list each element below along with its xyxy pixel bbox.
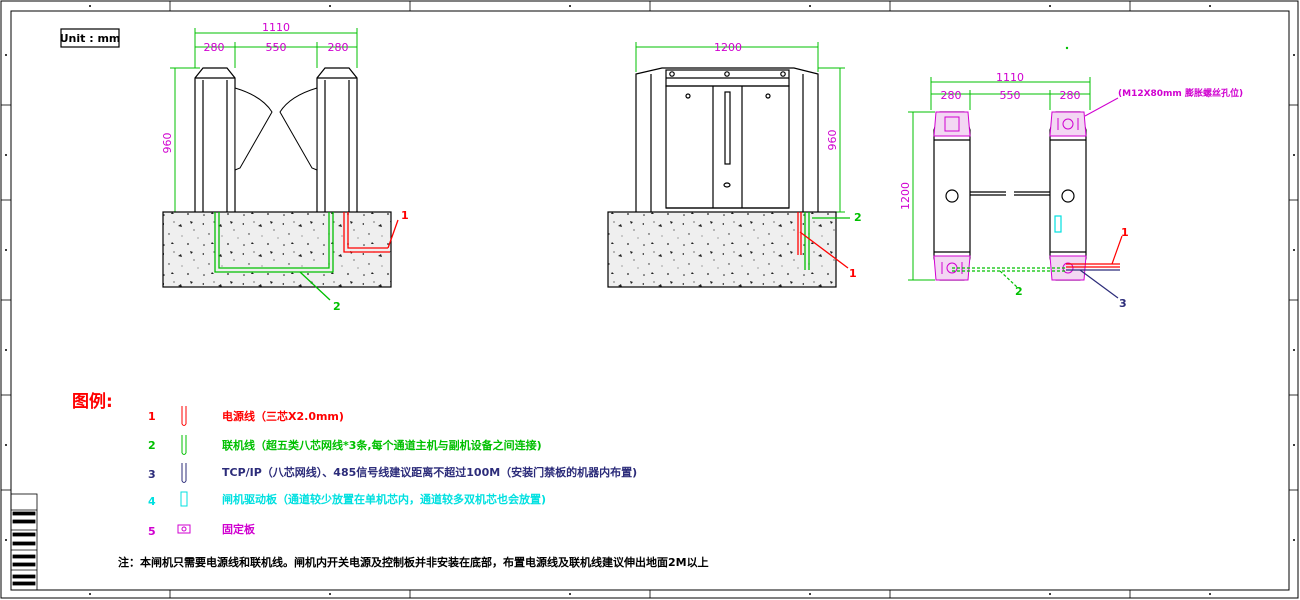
side-concrete-base — [607, 211, 837, 288]
top-fixing-plates — [933, 111, 1087, 281]
legend-swatch-signal-cable — [181, 463, 187, 483]
top-left-unit — [933, 111, 971, 281]
top-view-marker — [1065, 46, 1069, 50]
side-view: 1200 960 — [607, 41, 862, 288]
front-dim-lines — [170, 28, 358, 213]
legend-text-2: 联机线（超五类八芯网线*3条,每个通道主机与副机设备之间连接) — [222, 438, 542, 452]
top-driver-board — [1054, 215, 1062, 233]
legend-swatch-fixing-plate — [177, 524, 191, 534]
legend-text-4: 闸机驱动板（通道较少放置在单机芯内，通道较多双机芯也会放置) — [222, 492, 546, 506]
top-signal-cable — [1066, 269, 1120, 299]
top-dim-right: 280 — [1060, 89, 1081, 102]
top-dim-mid: 550 — [1000, 89, 1021, 102]
front-callout-2: 2 — [333, 300, 341, 313]
front-power-cable — [343, 212, 399, 253]
side-callout-2: 2 — [854, 211, 862, 224]
unit-label-text: Unit : mm — [60, 32, 121, 45]
front-link-cable — [214, 212, 334, 301]
legend-text-1: 电源线（三芯X2.0mm) — [222, 409, 344, 423]
front-right-cabinet — [316, 67, 358, 212]
legend: 图例: 1 电源线（三芯X2.0mm) 2 联机线（超五类八芯网线*3条,每个通… — [72, 391, 637, 538]
side-power-cable — [797, 212, 849, 269]
legend-swatch-link-cable — [181, 435, 187, 455]
front-left-wing — [234, 87, 273, 171]
front-dim-height: 960 — [161, 133, 174, 154]
top-dim-lines — [908, 77, 1091, 281]
top-dim-depth: 1200 — [899, 182, 912, 210]
frame-tick-dots — [5, 5, 1295, 595]
front-right-wing — [279, 87, 318, 171]
front-dim-mid: 550 — [266, 41, 287, 54]
legend-swatch-power-cable — [181, 406, 187, 426]
top-callout-1: 1 — [1121, 226, 1129, 239]
side-cabinet — [635, 67, 819, 212]
front-callout-1: 1 — [401, 209, 409, 222]
legend-num-1: 1 — [148, 410, 156, 423]
front-concrete-base — [162, 211, 392, 288]
front-dim-total: 1110 — [262, 21, 290, 34]
top-callout-3: 3 — [1119, 297, 1127, 310]
unit-label: Unit : mm — [60, 28, 121, 48]
legend-title: 图例: — [72, 391, 113, 412]
top-power-cable — [1066, 235, 1123, 268]
top-dim-left: 280 — [941, 89, 962, 102]
top-right-unit — [1049, 111, 1087, 281]
side-dim-height: 960 — [826, 130, 839, 151]
title-block — [10, 493, 38, 591]
front-dim-left: 280 — [204, 41, 225, 54]
legend-swatch-driver-board — [180, 491, 188, 507]
front-left-cabinet — [194, 67, 236, 212]
front-view: 1110 280 550 280 960 — [161, 21, 409, 313]
side-dim-total: 1200 — [714, 41, 742, 54]
legend-text-5: 固定板 — [222, 522, 256, 536]
top-wings — [970, 191, 1050, 196]
front-dim-right: 280 — [328, 41, 349, 54]
legend-num-3: 3 — [148, 468, 156, 481]
legend-num-2: 2 — [148, 439, 156, 452]
top-link-cable — [952, 267, 1066, 289]
legend-num-4: 4 — [148, 495, 156, 508]
anchor-note: (M12X80mm 膨胀螺丝孔位) — [1118, 87, 1243, 99]
top-dim-total: 1110 — [996, 71, 1024, 84]
side-callout-1: 1 — [849, 267, 857, 280]
top-view: 1110 280 550 280 1200 (M12X80mm 膨胀螺丝孔位) — [899, 46, 1243, 310]
top-callout-2: 2 — [1015, 285, 1023, 298]
installation-note: 注：本闸机只需要电源线和联机线。闸机内开关电源及控制板并非安装在底部，布置电源线… — [118, 555, 709, 569]
legend-text-3: TCP/IP（八芯网线）、485信号线建议距离不超过100M（安装门禁板的机器内… — [222, 465, 637, 479]
legend-num-5: 5 — [148, 525, 156, 538]
anchor-note-leader — [1084, 97, 1119, 117]
side-link-cable — [804, 212, 850, 270]
